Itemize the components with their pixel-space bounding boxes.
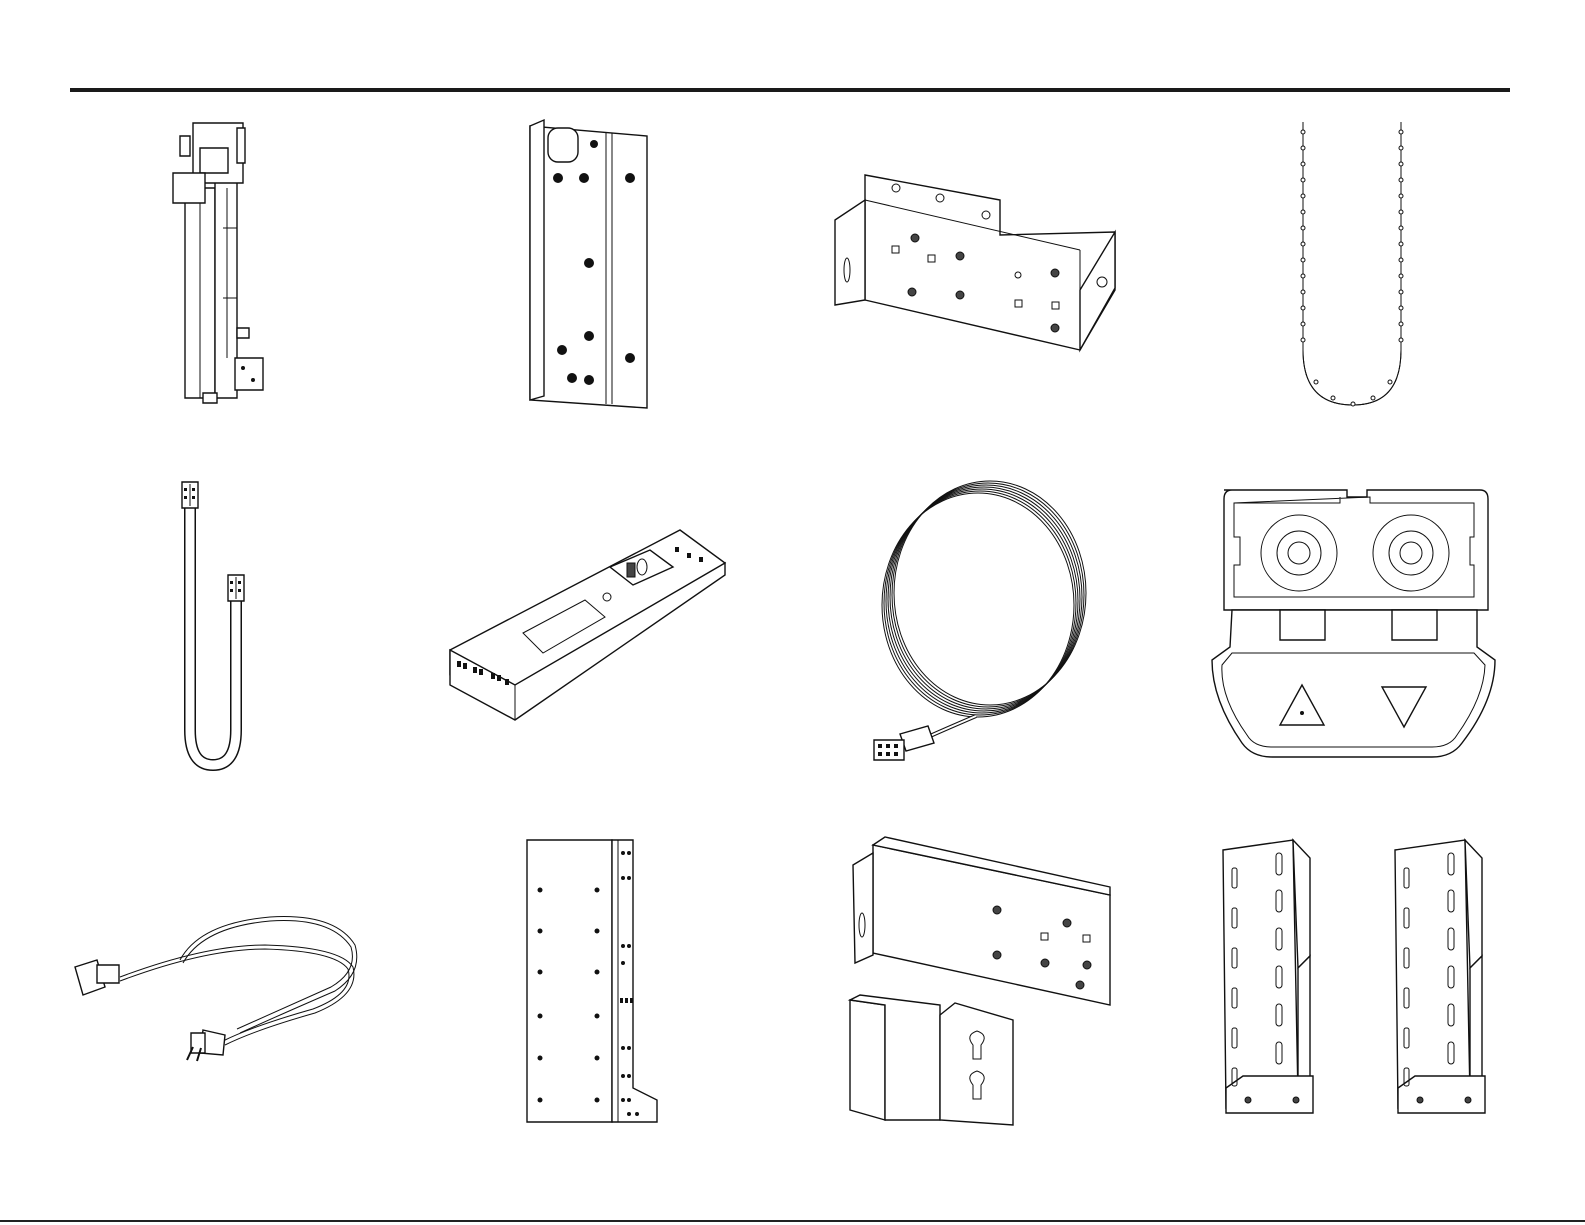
drag-chain-icon bbox=[1298, 120, 1408, 410]
footer-rule bbox=[0, 1220, 1585, 1222]
u-cable bbox=[178, 480, 248, 770]
side-plate bbox=[525, 838, 665, 1128]
u-bracket-icon bbox=[830, 170, 1130, 355]
mount-plate-icon bbox=[522, 118, 652, 410]
side-plate-icon bbox=[525, 838, 665, 1128]
cable-chain bbox=[1298, 120, 1408, 410]
u-bracket bbox=[830, 170, 1130, 355]
power-cord-icon bbox=[65, 905, 365, 1065]
bracket-set-icon bbox=[845, 835, 1125, 1130]
bracket-set bbox=[845, 835, 1125, 1130]
leg-brackets bbox=[1218, 838, 1490, 1121]
u-cable-icon bbox=[178, 480, 248, 770]
control-box-icon bbox=[445, 525, 735, 725]
control-box bbox=[445, 525, 735, 725]
handset bbox=[1212, 485, 1495, 765]
power-cord bbox=[65, 905, 365, 1065]
leg-bracket-icon bbox=[1218, 838, 1490, 1121]
column-icon bbox=[165, 118, 275, 408]
lifting-column bbox=[165, 118, 275, 408]
coil-cable-icon bbox=[868, 478, 1088, 768]
coiled-cable bbox=[868, 478, 1088, 768]
column-mounting-plate bbox=[522, 118, 652, 410]
handset-icon bbox=[1212, 485, 1495, 765]
